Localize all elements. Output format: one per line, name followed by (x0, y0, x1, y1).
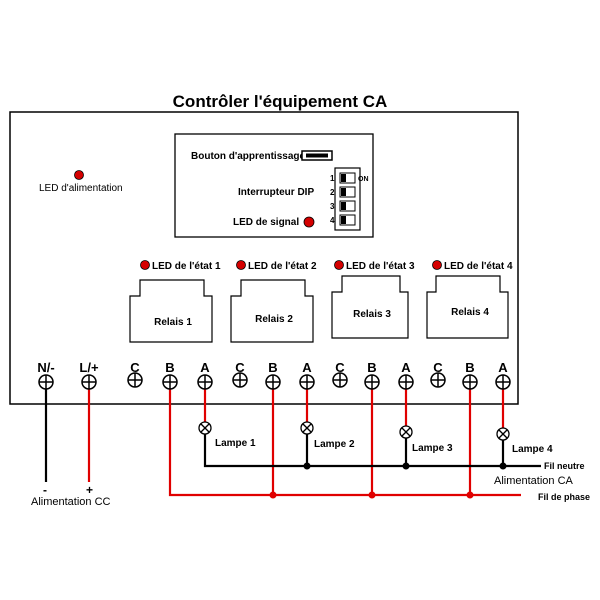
lamp-2-icon (300, 421, 314, 435)
terminal-screw-b2-icon (265, 374, 281, 390)
phase-wire-label: Fil de phase (538, 492, 590, 502)
status-led-3-label: LED de l'état 3 (346, 261, 415, 272)
learn-button-icon[interactable] (301, 150, 333, 161)
signal-led-icon (303, 216, 315, 228)
dip-switch-label: Interrupteur DIP (238, 187, 314, 198)
terminal-screw-a4-icon (495, 374, 511, 390)
lamp-3-icon (399, 425, 413, 439)
relay-1-label: Relais 1 (154, 317, 192, 328)
terminal-screw-c2-icon (232, 372, 248, 388)
lamp-1-icon (198, 421, 212, 435)
dc-minus-label: - (43, 483, 47, 497)
terminal-label-l: L/+ (79, 360, 99, 375)
terminal-screw-c1-icon (127, 372, 143, 388)
wires (44, 382, 541, 497)
terminal-label-c2: C (235, 360, 245, 375)
status-led-3-icon (334, 260, 344, 270)
terminal-label-c3: C (335, 360, 345, 375)
terminal-screw-n-icon (38, 374, 54, 390)
terminal-label-b2: B (268, 360, 277, 375)
terminal-screw-a1-icon (197, 374, 213, 390)
terminal-screw-c3-icon (332, 372, 348, 388)
lamp-4-icon (496, 427, 510, 441)
learn-button-label: Bouton d'apprentissage (191, 151, 305, 162)
dip-on-label: ON (358, 176, 369, 183)
relay-3 (331, 275, 409, 339)
power-led-icon (74, 170, 84, 180)
relay-2-label: Relais 2 (255, 314, 293, 325)
power-led-label: LED d'alimentation (39, 183, 123, 194)
ac-supply-label: Alimentation CA (494, 475, 574, 487)
terminal-screw-c4-icon (430, 372, 446, 388)
relay-3-label: Relais 3 (353, 309, 391, 320)
dip-number-3: 3 (330, 202, 335, 211)
terminal-label-b4: B (465, 360, 474, 375)
control-panel (174, 133, 374, 238)
terminal-label-n: N/- (37, 360, 54, 375)
status-led-2-label: LED de l'état 2 (248, 261, 317, 272)
relay-1 (129, 279, 213, 343)
terminal-label-b3: B (367, 360, 376, 375)
status-led-4-icon (432, 260, 442, 270)
terminal-screw-a3-icon (398, 374, 414, 390)
neutral-wire-label: Fil neutre (544, 461, 585, 471)
dc-plus-label: + (86, 483, 93, 497)
terminal-screws (38, 372, 511, 390)
diagram-title: Contrôler l'équipement CA (173, 92, 388, 111)
terminal-label-a4: A (498, 360, 508, 375)
relay-2 (230, 279, 314, 343)
dc-supply-label: Alimentation CC (31, 496, 111, 508)
terminal-label-c4: C (433, 360, 443, 375)
dip-switch[interactable] (334, 167, 361, 231)
terminal-label-b1: B (165, 360, 174, 375)
status-led-1-label: LED de l'état 1 (152, 261, 221, 272)
status-led-4-label: LED de l'état 4 (444, 261, 513, 272)
dip-number-4: 4 (330, 216, 335, 225)
terminal-label-a2: A (302, 360, 312, 375)
dip-number-2: 2 (330, 188, 335, 197)
terminal-screw-l-icon (81, 374, 97, 390)
terminal-screw-a2-icon (299, 374, 315, 390)
lamp-3-label: Lampe 3 (412, 443, 453, 454)
controller-box (9, 111, 519, 405)
terminal-label-a3: A (401, 360, 411, 375)
terminal-screw-b4-icon (462, 374, 478, 390)
relay-4-label: Relais 4 (451, 307, 489, 318)
status-led-2-icon (236, 260, 246, 270)
lamp-2-label: Lampe 2 (314, 439, 355, 450)
dip-number-1: 1 (330, 174, 335, 183)
signal-led-label: LED de signal (233, 217, 299, 228)
lamp-1-label: Lampe 1 (215, 438, 256, 449)
terminal-label-c1: C (130, 360, 140, 375)
junction-dots (269, 462, 507, 499)
terminal-screw-b1-icon (162, 374, 178, 390)
lamp-4-label: Lampe 4 (512, 444, 553, 455)
terminal-screw-b3-icon (364, 374, 380, 390)
relay-4 (426, 275, 509, 339)
terminal-label-a1: A (200, 360, 210, 375)
status-led-1-icon (140, 260, 150, 270)
